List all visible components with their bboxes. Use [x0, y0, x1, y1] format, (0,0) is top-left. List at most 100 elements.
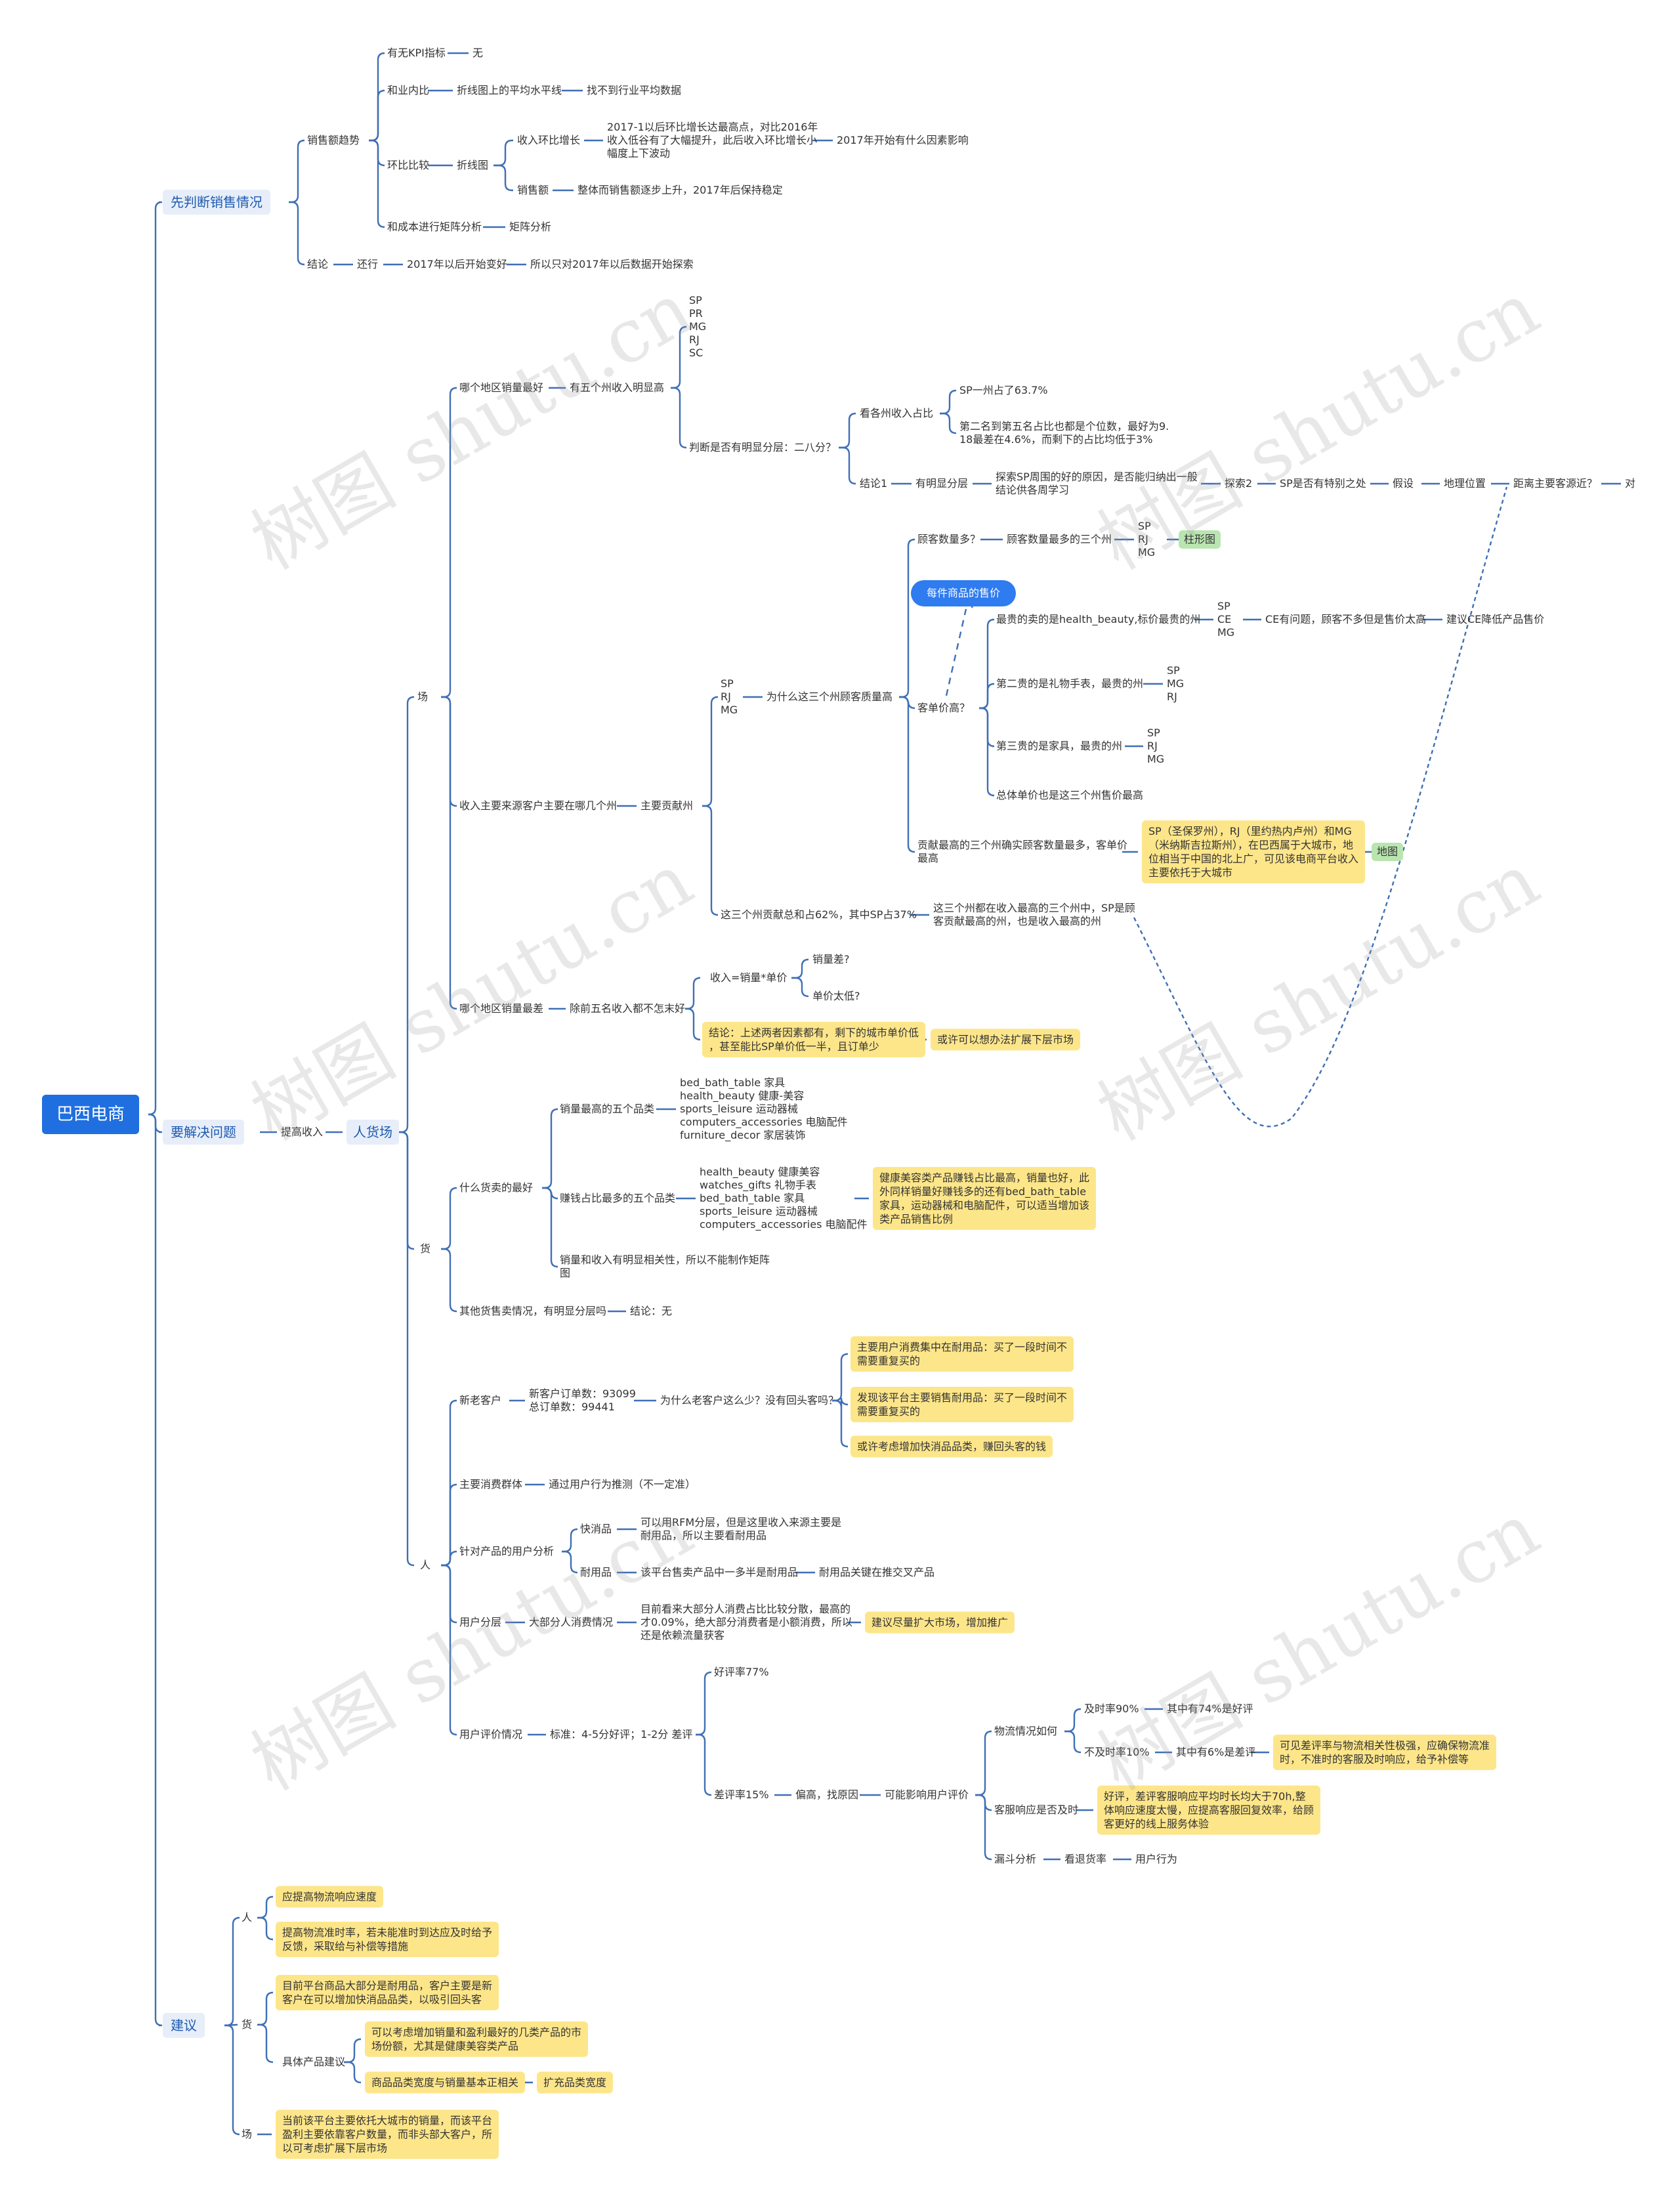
- node-c2a2[interactable]: 为什么这三个州顾客质量高: [766, 690, 893, 703]
- node-e2a[interactable]: 通过用户行为推测（不一定准）: [549, 1478, 696, 1490]
- node-d1b2[interactable]: 健康美容类产品赚钱占比最高，销量也好，此 外同样销量好赚钱多的还有bed_bat…: [873, 1167, 1097, 1230]
- node-c3[interactable]: 哪个地区销量最差: [459, 1002, 544, 1015]
- node-e1a[interactable]: 新客户订单数：93099 总订单数：99441: [529, 1387, 636, 1413]
- node-e1[interactable]: 新老客户: [459, 1394, 502, 1406]
- node-c2a2a[interactable]: 顾客数量多？: [917, 533, 981, 545]
- node-c1a2b1[interactable]: 有明显分层: [915, 477, 969, 490]
- node-a1c1a1[interactable]: 2017-1以后环比增长达最高点，对比2016年 收入低谷有了大幅提升，此后收入…: [607, 121, 818, 159]
- node-c2a2a1[interactable]: 顾客数量最多的三个州: [1007, 533, 1112, 545]
- node-e5b1b[interactable]: 不及时率10%: [1084, 1746, 1150, 1758]
- node-c2a3a[interactable]: 这三个州都在收入最高的三个州中，SP是顾 客贡献最高的州，也是收入最高的州: [933, 902, 1135, 927]
- node-d2a[interactable]: 结论：无: [630, 1305, 673, 1317]
- node-c1a1[interactable]: SP PR MG RJ SC: [689, 294, 707, 359]
- node-c1a2a2[interactable]: 第二名到第五名占比也都是个位数，最好为9. 18最差在4.6%，而剩下的占比均低…: [959, 420, 1169, 446]
- node-c1a2[interactable]: 判断是否有明显分层：二八分？: [689, 441, 837, 454]
- node-c1a2b6[interactable]: 地理位置: [1444, 477, 1486, 490]
- node-e4a[interactable]: 大部分人消费情况: [529, 1616, 614, 1628]
- node-d[interactable]: 货: [420, 1242, 431, 1255]
- node-d1a[interactable]: 销量最高的五个品类: [560, 1103, 655, 1115]
- node-e5[interactable]: 用户评价情况: [459, 1728, 523, 1741]
- node-c1a2b2[interactable]: 探索SP周围的好的原因，是否能归纳出一般 结论供各周学习: [996, 471, 1198, 496]
- node-c2a2c[interactable]: 贡献最高的三个州确实顾客数量最多，客单价 最高: [917, 839, 1128, 864]
- node-c2a2c2[interactable]: 地图: [1372, 843, 1404, 861]
- node-a1b2[interactable]: 找不到行业平均数据: [587, 84, 682, 96]
- node-a2b[interactable]: 2017年以后开始变好: [407, 258, 507, 270]
- node-e3[interactable]: 针对产品的用户分析: [459, 1545, 555, 1557]
- node-c1a2b7[interactable]: 距离主要客源近？: [1513, 477, 1598, 490]
- node-f3[interactable]: 场: [242, 2128, 253, 2140]
- node-c2a1[interactable]: SP RJ MG: [721, 677, 738, 716]
- node-d1c[interactable]: 销量和收入有明显相关性，所以不能制作矩阵 图: [560, 1254, 770, 1279]
- node-c2a2b1c[interactable]: 建议CE降低产品售价: [1446, 613, 1545, 625]
- node-b1[interactable]: 提高收入: [281, 1126, 324, 1138]
- node-d1b1[interactable]: health_beauty 健康美容 watches_gifts 礼物手表 be…: [700, 1166, 868, 1231]
- node-e4a1[interactable]: 目前看来大部分人消费占比比较分散，最高的 才0.09%，绝大部分消费者是小额消费…: [640, 1603, 852, 1641]
- node-c3a1b[interactable]: 单价太低?: [812, 990, 860, 1002]
- node-a1b1[interactable]: 折线图上的平均水平线: [457, 84, 562, 96]
- node-c2a2b1a[interactable]: SP CE MG: [1217, 600, 1235, 639]
- node-e2[interactable]: 主要消费群体: [459, 1478, 523, 1490]
- node-c1a2a[interactable]: 看各州收入占比: [860, 407, 934, 419]
- node-e5b2a[interactable]: 好评，差评客服响应平均时长均大于70h,整 体响应速度太慢，应提高客服回复效率，…: [1097, 1785, 1321, 1835]
- node-a1c1a2[interactable]: 2017年开始有什么因素影响: [837, 134, 969, 146]
- node-d1a1[interactable]: bed_bath_table 家具 health_beauty 健康-美容 sp…: [680, 1076, 848, 1141]
- node-f1[interactable]: 人: [242, 1911, 253, 1924]
- node-f1a[interactable]: 应提高物流响应速度: [276, 1886, 384, 1908]
- node-a2c[interactable]: 所以只对2017年以后数据开始探索: [530, 258, 694, 270]
- node-c3a[interactable]: 除前五名收入都不怎末好: [570, 1002, 686, 1015]
- node-e5a2b[interactable]: 可能影响用户评价: [885, 1788, 969, 1801]
- node-f2b[interactable]: 具体产品建议: [282, 2056, 346, 2068]
- node-e5b1b2[interactable]: 可见差评率与物流相关性极强，应确保物流准 时，不准时的客服及时响应，给予补偿等: [1273, 1735, 1497, 1770]
- node-c1a2b8[interactable]: 对: [1625, 477, 1636, 490]
- node-a1b[interactable]: 和业内比: [387, 84, 430, 96]
- node-a[interactable]: 先判断销售情况: [163, 190, 270, 215]
- node-c2a2b4[interactable]: 总体单价也是这三个州售价最高: [996, 789, 1144, 801]
- node-a1[interactable]: 销售额趋势: [307, 134, 360, 146]
- node-c2a2a2[interactable]: SP RJ MG: [1138, 520, 1156, 559]
- node-e4a2[interactable]: 建议尽量扩大市场，增加推广: [865, 1611, 1015, 1634]
- node-e[interactable]: 人: [420, 1559, 431, 1571]
- node-e5b3[interactable]: 漏斗分析: [994, 1853, 1037, 1865]
- node-e5a[interactable]: 标准：4-5分好评；1-2分 差评: [550, 1728, 693, 1741]
- node-root[interactable]: 巴西电商: [42, 1095, 140, 1134]
- node-c1a2b3[interactable]: 探索2: [1225, 477, 1253, 490]
- node-d1[interactable]: 什么货卖的最好: [459, 1181, 534, 1194]
- node-e5b3b[interactable]: 用户行为: [1135, 1853, 1178, 1865]
- node-c2a2c1[interactable]: SP（圣保罗州），RJ（里约热内卢州）和MG （米纳斯吉拉斯州），在巴西属于大城…: [1142, 820, 1366, 883]
- node-f2[interactable]: 货: [242, 2018, 253, 2031]
- node-f2b3[interactable]: 扩充品类宽度: [537, 2071, 614, 2094]
- node-a1a[interactable]: 有无KPI指标: [387, 47, 446, 59]
- node-e5b1b1[interactable]: 其中有6%是差评: [1176, 1746, 1256, 1758]
- node-f2b2[interactable]: 商品品类宽度与销量基本正相关: [365, 2071, 526, 2094]
- node-b2[interactable]: 人货场: [346, 1120, 399, 1145]
- node-c2a2a3[interactable]: 柱形图: [1179, 530, 1221, 549]
- node-e5a2a[interactable]: 偏高，找原因: [795, 1788, 859, 1801]
- node-e5b1a[interactable]: 及时率90%: [1084, 1702, 1139, 1715]
- node-a2a[interactable]: 还行: [357, 258, 379, 270]
- node-c2a2b2a[interactable]: SP MG RJ: [1167, 664, 1185, 703]
- node-c2a[interactable]: 主要贡献州: [640, 799, 694, 812]
- node-a1c1b[interactable]: 销售额: [517, 184, 549, 196]
- node-c2a2bx[interactable]: 每件商品的售价: [911, 580, 1017, 606]
- node-e3b[interactable]: 耐用品: [580, 1566, 612, 1578]
- node-a1d1[interactable]: 矩阵分析: [509, 221, 552, 233]
- node-c1[interactable]: 哪个地区销量最好: [459, 381, 544, 394]
- node-f2a[interactable]: 目前平台商品大部分是耐用品，客户主要是新 客户在可以增加快消品品类，以吸引回头客: [276, 1975, 499, 2010]
- node-b[interactable]: 要解决问题: [163, 1120, 244, 1145]
- node-e1b3[interactable]: 或许考虑增加快消品品类，赚回头客的钱: [850, 1435, 1053, 1458]
- node-a2[interactable]: 结论: [307, 258, 329, 270]
- node-e3a[interactable]: 快消品: [580, 1523, 612, 1535]
- node-c3a2[interactable]: 结论：上述两者因素都有，剩下的城市单价低 ，甚至能比SP单价低一半，且订单少: [702, 1022, 926, 1057]
- node-c1a[interactable]: 有五个州收入明显高: [570, 381, 665, 394]
- node-c3a3[interactable]: 或许可以想办法扩展下层市场: [931, 1028, 1081, 1051]
- node-a1d[interactable]: 和成本进行矩阵分析: [387, 221, 482, 233]
- node-e5a1[interactable]: 好评率77%: [714, 1666, 769, 1678]
- node-e3b2[interactable]: 耐用品关键在推交叉产品: [819, 1566, 935, 1578]
- node-c1a2b4[interactable]: SP是否有特别之处: [1280, 477, 1366, 490]
- node-e5b1a1[interactable]: 其中有74%是好评: [1167, 1702, 1253, 1715]
- node-d1b[interactable]: 赚钱占比最多的五个品类: [560, 1192, 676, 1204]
- node-e5b1[interactable]: 物流情况如何: [994, 1725, 1058, 1737]
- node-c2[interactable]: 收入主要来源客户主要在哪几个州: [459, 799, 618, 812]
- node-c1a2a1[interactable]: SP一州占了63.7%: [959, 384, 1048, 396]
- node-e3b1[interactable]: 该平台售卖产品中一多半是耐用品: [640, 1566, 799, 1578]
